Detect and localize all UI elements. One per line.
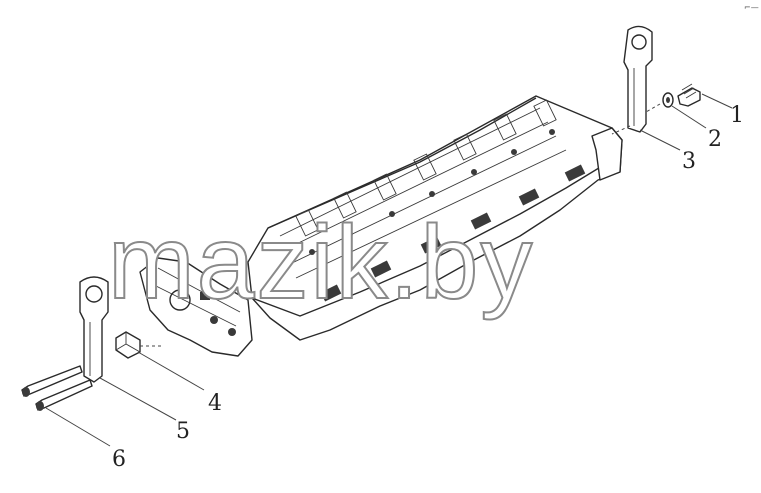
callout-1: 1 [730,103,744,128]
callout-4: 4 [208,391,222,416]
leader-lines [45,93,733,447]
corner-mark: ⌐— [744,3,759,12]
fitting-part-4 [115,331,162,359]
lifting-bracket-left [79,276,109,383]
bolt-part-1 [645,83,701,113]
lifting-bracket-right [611,25,653,135]
bolts-part-6 [21,365,93,411]
washer-part-2 [662,92,674,108]
cylinder-head [247,95,623,341]
callout-3: 3 [682,149,696,174]
callout-6: 6 [112,447,126,472]
watermark-text: mazik.by [108,205,534,321]
callout-5: 5 [176,419,190,444]
front-housing [115,257,253,359]
callout-2: 2 [708,127,722,152]
